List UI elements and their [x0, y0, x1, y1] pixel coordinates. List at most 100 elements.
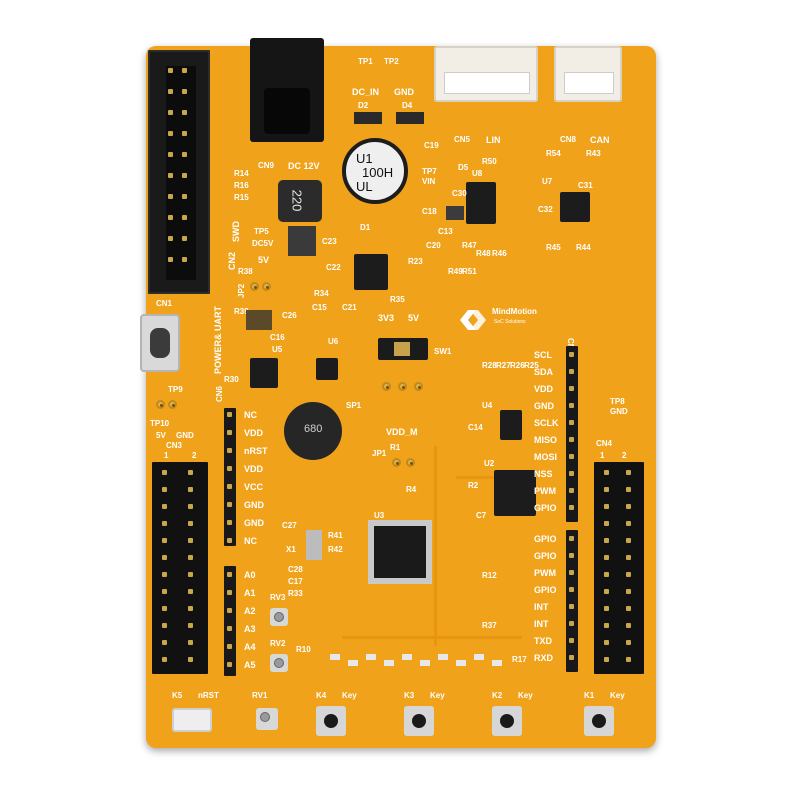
- cn4-pin: [604, 521, 609, 526]
- cn4-pin: [604, 538, 609, 543]
- cn6-header[interactable]: [224, 408, 236, 546]
- gpio-label: PWM: [534, 568, 556, 578]
- gpio-pin: [569, 553, 574, 558]
- label-c23: C23: [322, 237, 337, 246]
- power-inductor: 220: [278, 180, 322, 222]
- reset-button[interactable]: [172, 708, 212, 732]
- lin-connector[interactable]: [434, 46, 538, 102]
- crystal-x1: [306, 530, 322, 560]
- cn3-header[interactable]: [152, 462, 208, 674]
- label-tp10: TP10: [150, 419, 170, 428]
- jp2-pin-1[interactable]: [250, 282, 259, 291]
- gpio-label: RXD: [534, 653, 554, 663]
- label-c18: C18: [422, 207, 437, 216]
- key-button[interactable]: [492, 706, 522, 736]
- cn4-pin: [626, 623, 631, 628]
- cn3-pin: [162, 470, 167, 475]
- tp-hole-2[interactable]: [398, 382, 407, 391]
- gpio-header[interactable]: [566, 530, 578, 672]
- swd-pin: [182, 173, 187, 178]
- cn4-pin: [626, 521, 631, 526]
- cn4-pin: [626, 606, 631, 611]
- label-u7: U7: [542, 177, 553, 186]
- cn4-header[interactable]: [594, 462, 644, 674]
- label-sp1: SP1: [346, 401, 362, 410]
- potentiometer-rv3[interactable]: [270, 608, 288, 626]
- cn3-pin: [162, 521, 167, 526]
- tp-hole-1[interactable]: [382, 382, 391, 391]
- label-r14: R14: [234, 169, 249, 178]
- cn7-pin: [569, 420, 574, 425]
- label-c14: C14: [468, 423, 483, 432]
- key-id-label: K2: [492, 691, 503, 700]
- key-button[interactable]: [404, 706, 434, 736]
- cn4-pin: [604, 657, 609, 662]
- label-c26: C26: [282, 311, 297, 320]
- cn3-pin: [188, 487, 193, 492]
- key-name-label: nRST: [198, 691, 219, 700]
- label-r44: R44: [576, 243, 591, 252]
- label-cn5: CN5: [454, 135, 471, 144]
- swd-pin: [182, 152, 187, 157]
- jp2-pin-2[interactable]: [262, 282, 271, 291]
- swd-pin: [168, 152, 173, 157]
- label-5v-b: 5V: [156, 431, 166, 440]
- can-connector[interactable]: [554, 46, 622, 102]
- smd-resistor: [420, 660, 430, 666]
- cn3-pin: [188, 538, 193, 543]
- label-r54: R54: [546, 149, 561, 158]
- cn4-pin: [604, 589, 609, 594]
- capacitor-c26: [246, 310, 272, 330]
- cn3-pin: [162, 487, 167, 492]
- tp-hole-3[interactable]: [414, 382, 423, 391]
- switch-3v3: 3V3: [378, 313, 395, 323]
- analog-label: A3: [244, 624, 256, 634]
- label-r50: R50: [482, 157, 497, 166]
- cn7-label: PWM: [534, 486, 556, 496]
- cn6-label: VDD: [244, 464, 264, 474]
- label-swd: SWD: [231, 221, 241, 242]
- chip-u5: [250, 358, 278, 388]
- cn4-pin: [626, 657, 631, 662]
- cn7-pin: [569, 403, 574, 408]
- usb-c-port[interactable]: [140, 314, 180, 372]
- label-gnd-b: GND: [176, 431, 194, 440]
- label-r10: R10: [296, 645, 311, 654]
- key-id-label: K4: [316, 691, 327, 700]
- cn6-pin: [227, 538, 232, 543]
- label-u3: U3: [374, 511, 385, 520]
- cn7-label: SDA: [534, 367, 554, 377]
- cn3-pin: [188, 640, 193, 645]
- potentiometer-rv1[interactable]: [256, 708, 278, 730]
- cn7-label: SCL: [534, 350, 552, 360]
- power-select-switch[interactable]: [378, 338, 428, 360]
- jp1-pin-2[interactable]: [406, 458, 415, 467]
- cn3-pin: [162, 555, 167, 560]
- chip-u4: [500, 410, 522, 440]
- tp10-hole[interactable]: [156, 400, 165, 409]
- label-r28: R28: [482, 361, 497, 370]
- tp9-hole[interactable]: [168, 400, 177, 409]
- analog-header[interactable]: [224, 566, 236, 676]
- cn7-label: GPIO: [534, 503, 557, 513]
- smd-resistor: [438, 654, 448, 660]
- cn3-pin: [162, 657, 167, 662]
- cn3-pin: [188, 470, 193, 475]
- switch-5v: 5V: [408, 313, 420, 323]
- gpio-pin: [569, 536, 574, 541]
- key-id-label: K1: [584, 691, 595, 700]
- cn4-pin: [604, 640, 609, 645]
- gpio-label: GPIO: [534, 534, 557, 544]
- swd-pin: [168, 173, 173, 178]
- cn6-label: NC: [244, 410, 257, 420]
- jp1-pin-1[interactable]: [392, 458, 401, 467]
- label-r39: R39: [234, 307, 249, 316]
- gpio-pin: [569, 570, 574, 575]
- key-button[interactable]: [316, 706, 346, 736]
- key-button[interactable]: [584, 706, 614, 736]
- analog-label: A5: [244, 660, 256, 670]
- label-r1: R1: [390, 443, 401, 452]
- swd-pin: [182, 236, 187, 241]
- potentiometer-rv2[interactable]: [270, 654, 288, 672]
- mcu-chip: [368, 520, 432, 584]
